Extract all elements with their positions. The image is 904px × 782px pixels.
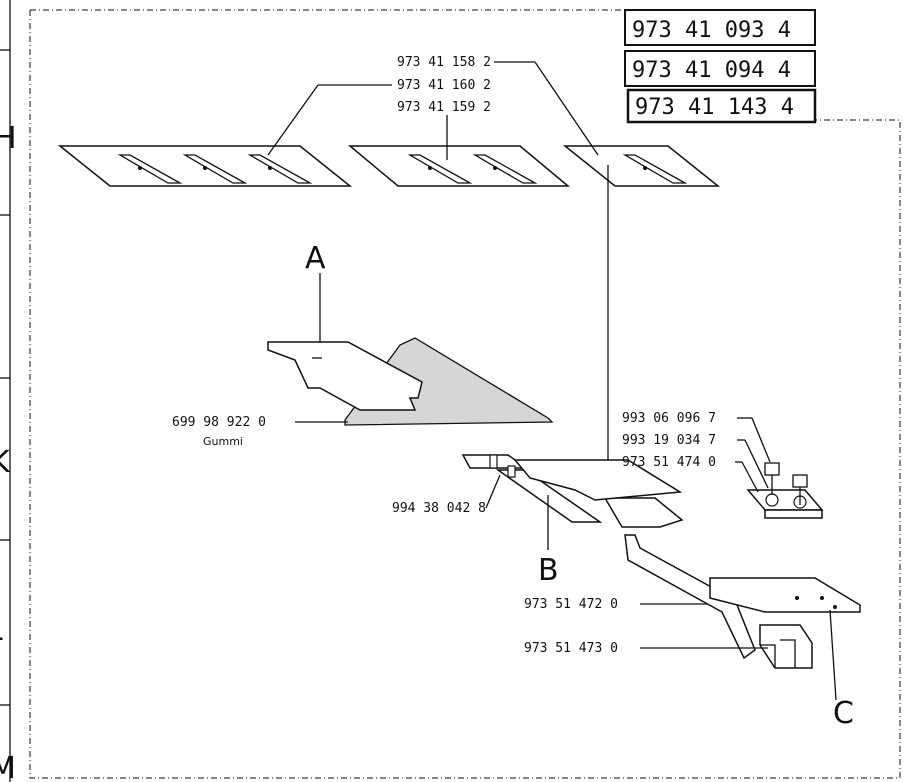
side-tab-strip: H K L M [0,0,17,782]
assembly-a: A 699 98 922 0 Gummi [172,241,554,448]
label-973411602: 973 41 160 2 [397,78,491,93]
side-tab-h: H [0,121,17,156]
assembly-c: C 973 51 472 0 973 51 473 0 [524,534,861,731]
assembly-b: B 994 38 042 8 [392,454,684,588]
plate-c [709,577,861,613]
label-993060967: 993 06 096 7 [622,411,716,426]
side-tab-k: K [0,445,11,480]
pin-left [489,454,498,469]
label-973411582: 973 41 158 2 [397,55,491,70]
guide-block [759,624,813,669]
plate-b [513,459,683,501]
header-boxes: 973 41 093 4 973 41 094 4 973 41 143 4 [624,9,817,124]
label-973411592: 973 41 159 2 [397,100,491,115]
guide-rail [624,534,756,660]
label-973514740: 973 51 474 0 [622,455,716,470]
label-699989220: 699 98 922 0 [172,415,266,430]
side-tab-m: M [0,751,16,782]
plate-a [267,341,423,411]
header-box-3: 973 41 143 4 [635,95,794,120]
label-973514720: 973 51 472 0 [524,597,618,612]
hex-bolt-1 [764,462,780,476]
ref-letter-c: C [833,696,854,731]
blade-plate-double [347,145,571,187]
blade-plate-triple [57,145,353,187]
label-994380428: 994 38 042 8 [392,501,486,516]
side-tab-l: L [0,613,3,648]
ref-letter-b: B [538,553,559,588]
blade-labels: 973 41 158 2 973 41 160 2 973 41 159 2 [267,55,599,160]
header-box-2: 973 41 094 4 [632,58,791,83]
label-993190347: 993 19 034 7 [622,433,716,448]
label-gummi: Gummi [203,435,243,448]
clamp-assembly: 993 06 096 7 993 19 034 7 973 51 474 0 [622,411,824,519]
hex-bolt-2 [792,474,808,488]
pin-right [507,465,516,478]
clamp-plate [746,489,824,511]
header-box-1: 973 41 093 4 [632,18,791,43]
ref-letter-a: A [305,241,326,276]
label-973514730: 973 51 473 0 [524,641,618,656]
frame-border [29,9,901,779]
blade-plate-single [562,145,721,187]
